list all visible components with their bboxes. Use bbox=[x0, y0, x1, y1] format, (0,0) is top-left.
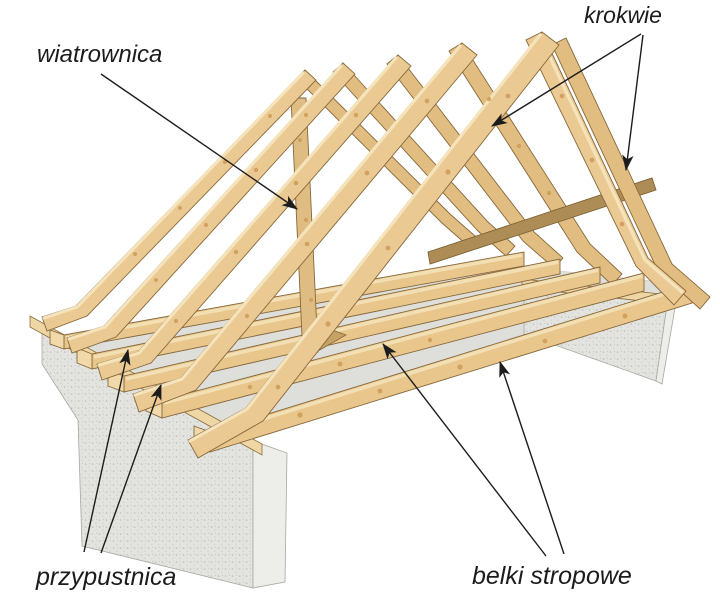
rafter-far-1 bbox=[525, 31, 687, 306]
rafter-near-3 bbox=[96, 54, 412, 381]
label-wiatrownica: wiatrownica bbox=[37, 41, 162, 68]
arrow-wiatrownica bbox=[100, 73, 298, 210]
arrow-belki-stropowe-2 bbox=[499, 360, 565, 555]
rafter-gable-overhang bbox=[551, 37, 711, 310]
rafter-near-4 bbox=[66, 62, 356, 354]
rafter-near-5 bbox=[41, 69, 317, 332]
wind-brace-board bbox=[290, 97, 319, 359]
near-wall-end-face bbox=[252, 440, 288, 589]
label-belki-stropowe: belki stropowe bbox=[472, 562, 632, 590]
near-rafters bbox=[41, 31, 560, 459]
label-przypustnica: przypustnica bbox=[35, 563, 176, 591]
callout-labels: wiatrownica krokwie przypustnica belki s… bbox=[35, 2, 662, 591]
wood-knots bbox=[133, 93, 628, 418]
label-krokwie: krokwie bbox=[584, 2, 662, 28]
arrow-krokwie-2 bbox=[622, 34, 644, 172]
arrow-przypustnica-1 bbox=[83, 348, 131, 553]
arrow-belki-stropowe-1 bbox=[382, 343, 547, 557]
rafter-near-1 bbox=[187, 31, 560, 459]
arrow-krokwie-1 bbox=[491, 33, 642, 127]
wind-brace-far-slope bbox=[427, 177, 657, 265]
gable-rafters bbox=[525, 31, 711, 310]
arrow-przypustnica-2 bbox=[100, 383, 162, 554]
callout-arrows bbox=[83, 33, 644, 557]
